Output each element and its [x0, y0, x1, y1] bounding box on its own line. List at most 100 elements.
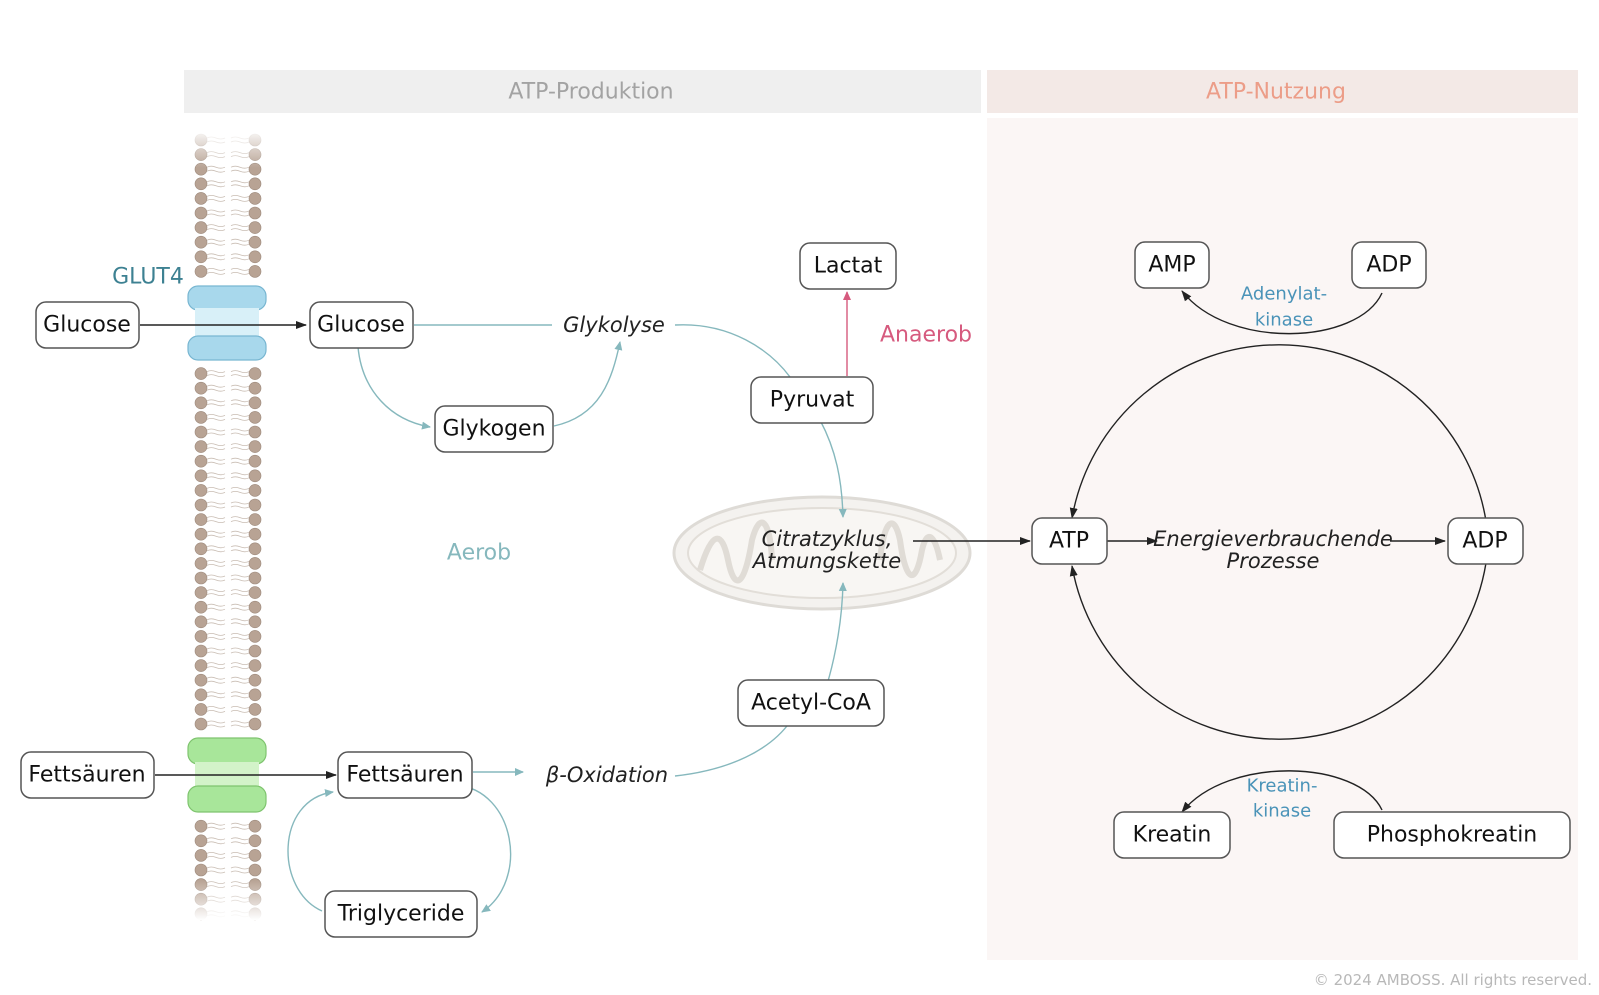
lipid-head — [194, 411, 208, 424]
usage-header-title: ATP-Nutzung — [1206, 80, 1346, 105]
lipid-tail — [206, 603, 226, 611]
lipid-tail — [230, 676, 250, 684]
lipid-tail — [206, 268, 226, 275]
lipid-tail — [206, 560, 226, 567]
lipid-head — [194, 571, 208, 585]
lactat-label: Lactat — [814, 254, 883, 279]
lipid-tail — [206, 414, 226, 421]
lipid-tail — [230, 472, 250, 480]
lipid-head — [194, 542, 208, 556]
lipid-tail — [206, 384, 226, 392]
lipid-tail — [230, 560, 250, 567]
kreatin-kinase-label-line1: Kreatin- — [1247, 776, 1318, 797]
lipid-tail — [206, 662, 226, 669]
lipid-tail — [230, 253, 250, 261]
lipid-head — [194, 454, 208, 468]
adp-top-box — [1351, 241, 1427, 289]
lipid-tail — [206, 195, 226, 202]
lipid-head — [194, 849, 208, 862]
beta-oxidation-label-bg — [540, 762, 674, 788]
lipid-tail — [206, 852, 226, 859]
lipid-tail — [230, 180, 250, 188]
lipid-tail — [230, 866, 250, 874]
energy-consuming-label-line1: Energieverbrauchende — [1153, 527, 1393, 551]
citrate-cycle-label-line2: Atmungskette — [751, 549, 901, 573]
adp-right-label: ADP — [1462, 529, 1507, 554]
lipid-tail — [206, 866, 226, 874]
lipid-tail — [230, 589, 250, 596]
lipid-head — [248, 221, 262, 234]
lipid-head — [248, 527, 262, 541]
lipid-tail — [230, 647, 250, 655]
lipid-head — [194, 644, 208, 658]
lipid-tail — [230, 224, 250, 231]
fettsaeuren-inside-label: Fettsäuren — [346, 763, 463, 788]
lipid-head — [248, 440, 262, 453]
adenylat-kinase-label-line1: Adenylat- — [1241, 284, 1327, 305]
lipid-head — [194, 834, 208, 848]
lipid-head — [248, 600, 262, 614]
adp-right-box — [1447, 517, 1524, 565]
lipid-tail — [206, 647, 226, 655]
transport-and-usage-arrows — [140, 290, 1487, 813]
glucose-outside-box — [35, 301, 140, 349]
lipid-head — [248, 615, 262, 629]
citrate-cycle-label-line1: Citratzyklus, — [762, 527, 893, 551]
lipid-head — [194, 630, 208, 643]
fettsaeuren-outside-box — [20, 751, 155, 799]
lipid-head — [248, 484, 262, 497]
lipid-head — [194, 469, 208, 483]
lipid-tail — [206, 530, 226, 538]
lipid-tail — [206, 487, 226, 494]
lipid-head — [194, 396, 208, 410]
lipid-tail — [206, 457, 226, 465]
lipid-tail — [230, 414, 250, 421]
lipid-head — [194, 367, 208, 380]
anaerob-label: Anaerob — [880, 323, 972, 348]
lipid-tail — [230, 603, 250, 611]
lipid-head — [194, 688, 208, 702]
lipid-head — [248, 673, 262, 687]
lipid-head — [194, 673, 208, 687]
lipid-tail — [230, 574, 250, 582]
lipid-tail — [206, 370, 226, 377]
lipid-tail — [230, 443, 250, 450]
membrane-fade-bottom — [185, 880, 265, 920]
lipid-tail — [230, 268, 250, 275]
adenylat-kinase-label-line2: kinase — [1255, 310, 1313, 331]
lipid-tail — [206, 443, 226, 450]
glut4-transporter — [187, 285, 267, 361]
phosphokreatin-box — [1333, 811, 1571, 859]
lipid-head — [248, 834, 262, 848]
lipid-tail — [230, 399, 250, 407]
lipid-tail — [230, 633, 250, 640]
lipid-tail — [230, 618, 250, 626]
usage-header-bar — [987, 70, 1578, 113]
lipid-head — [194, 557, 208, 570]
beta-oxidation-label: β-Oxidation — [545, 763, 668, 787]
pyruvat-box — [750, 376, 874, 424]
pyruvat-label: Pyruvat — [770, 388, 855, 413]
lipid-head — [248, 557, 262, 570]
lipid-head — [248, 411, 262, 424]
lipid-head — [248, 454, 262, 468]
lipid-head — [194, 703, 208, 716]
lipid-head — [248, 586, 262, 599]
lipid-tail — [230, 384, 250, 392]
amp-label: AMP — [1148, 253, 1195, 278]
lipid-tail — [206, 691, 226, 699]
lipid-tail — [206, 180, 226, 188]
lipid-tail — [206, 224, 226, 231]
lipid-tail — [230, 487, 250, 494]
lipid-tail — [206, 706, 226, 713]
lipid-tail — [230, 662, 250, 669]
lipid-tail — [230, 837, 250, 845]
amp-box — [1134, 241, 1210, 289]
aerob-label: Aerob — [447, 541, 511, 566]
lipid-tail — [206, 589, 226, 596]
lipid-head — [194, 527, 208, 541]
mitochondrion — [672, 495, 972, 611]
lipid-tail — [206, 209, 226, 217]
lipid-head — [248, 396, 262, 410]
